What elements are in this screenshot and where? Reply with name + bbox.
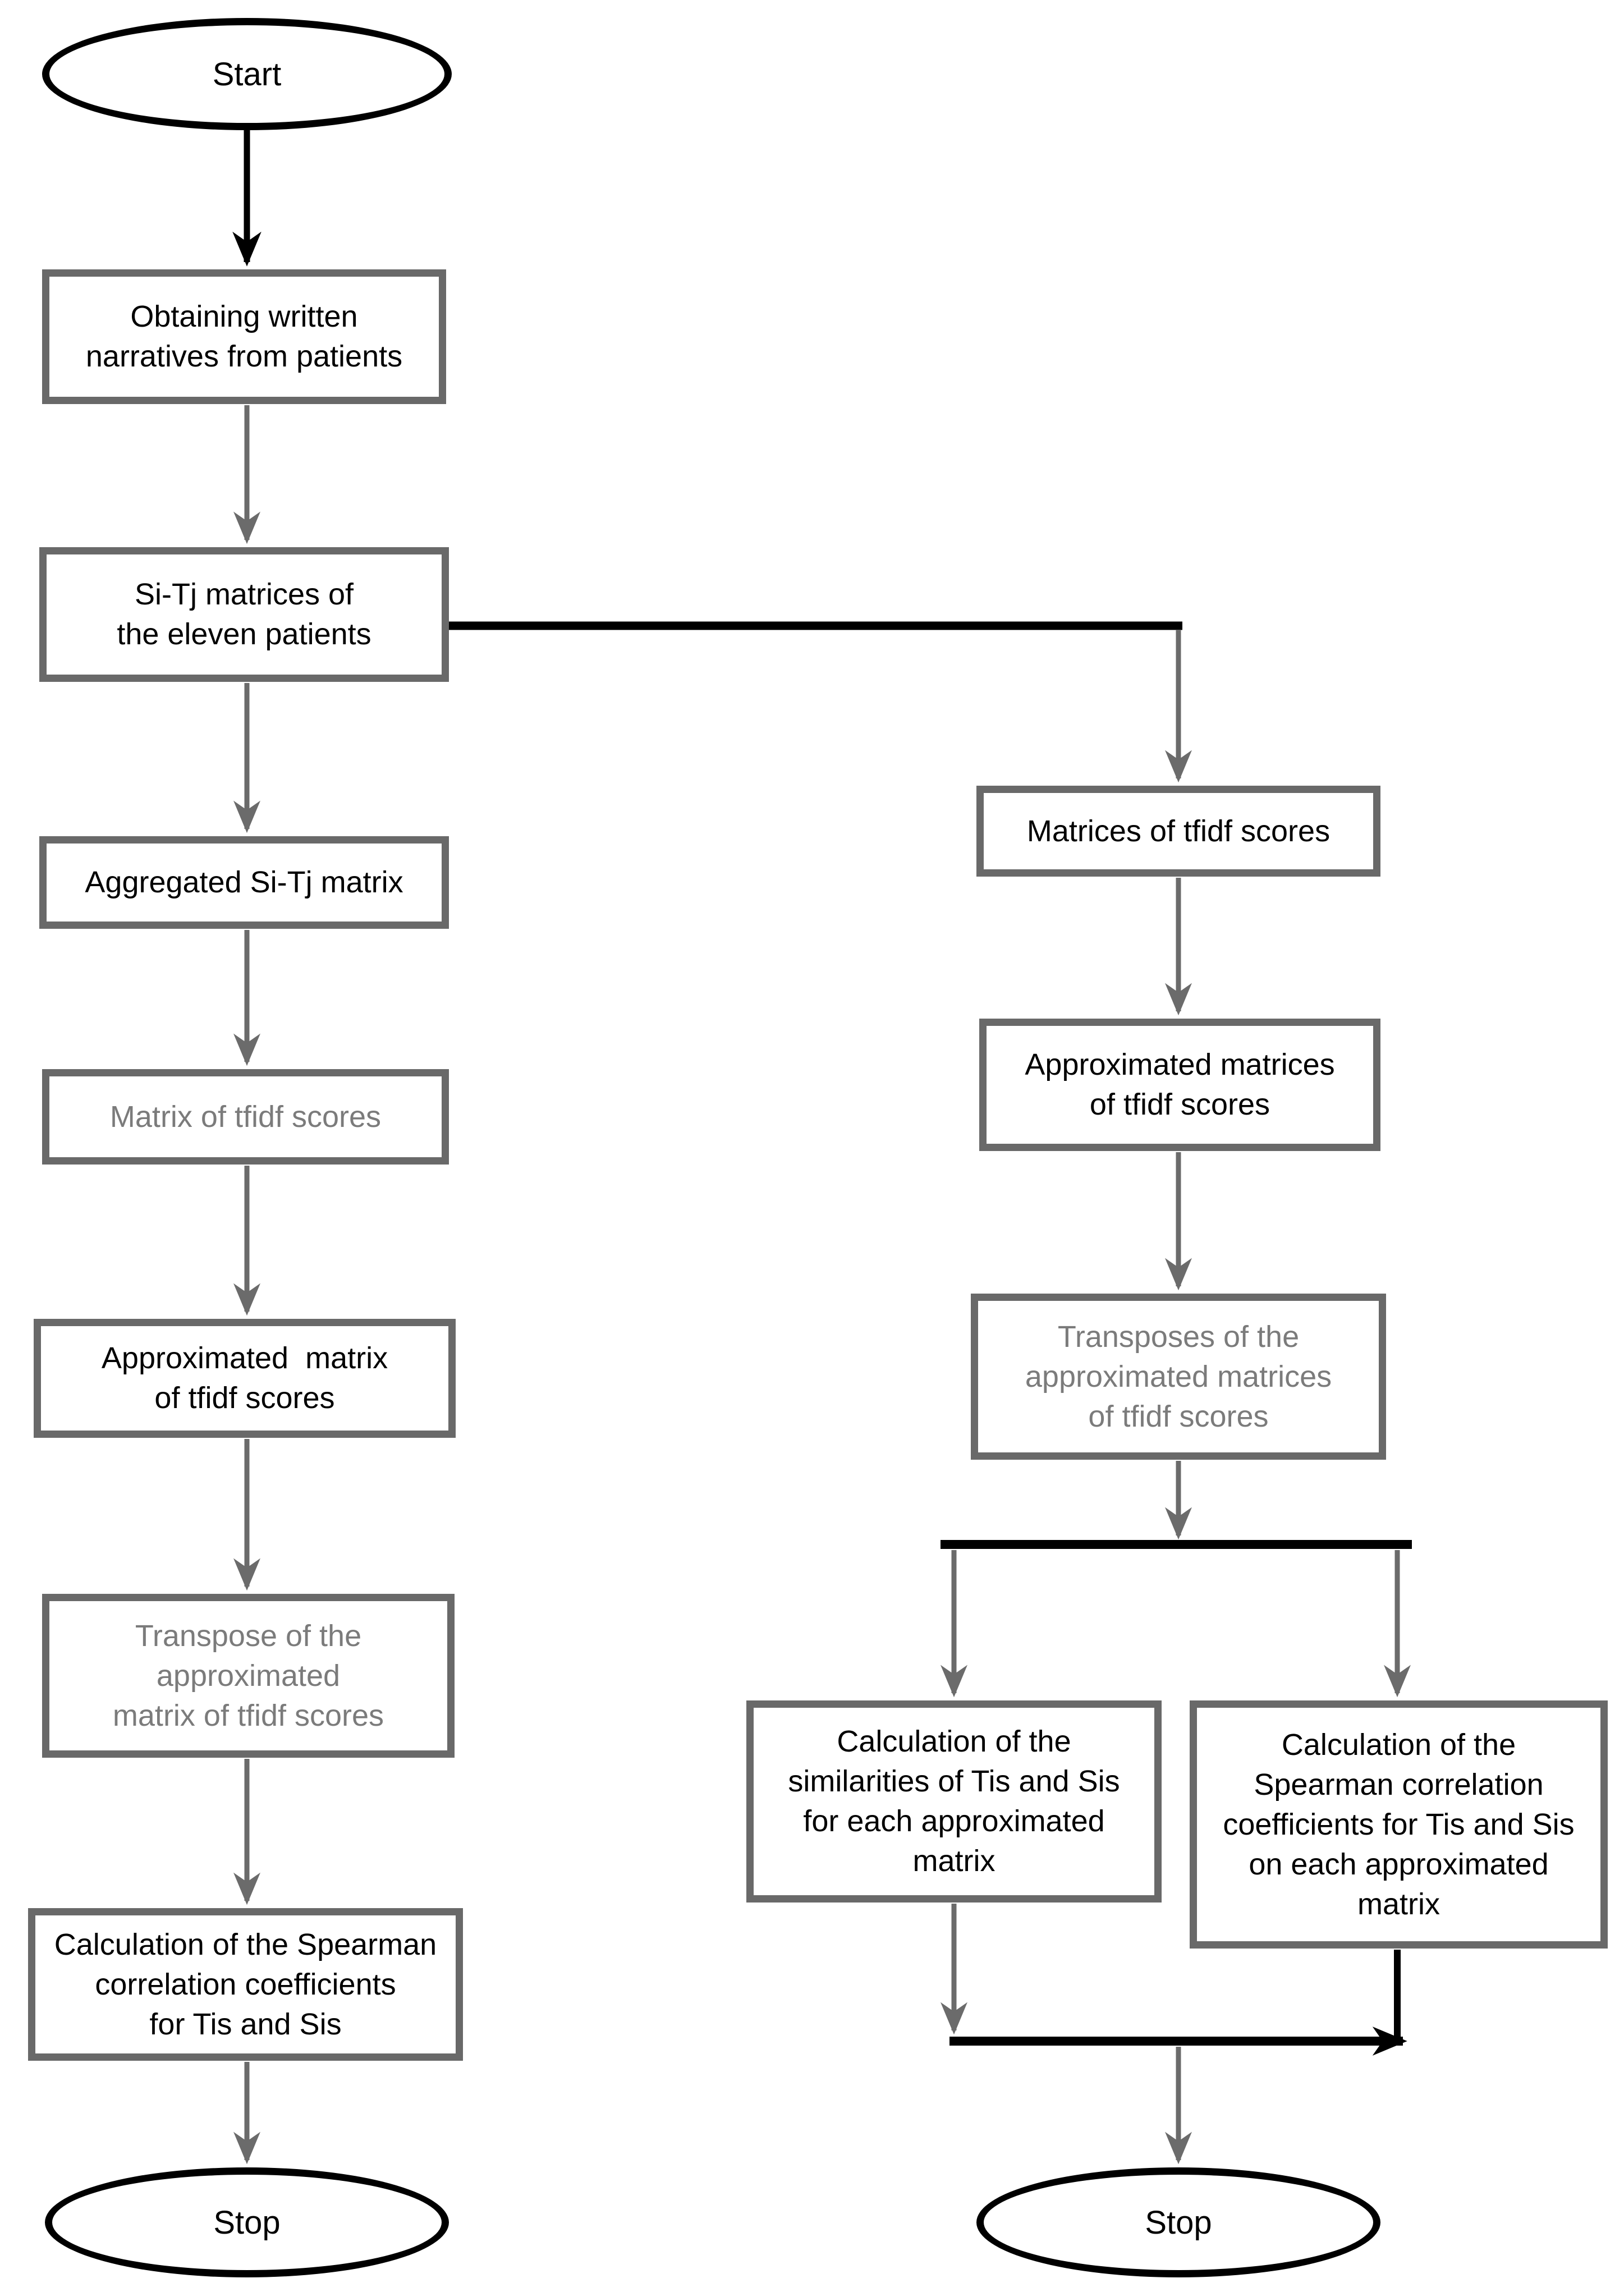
process-spearman-correlation-right: Calculation of the Spearman correlation … bbox=[1190, 1700, 1608, 1949]
node-label: Calculation of the Spearman correlation … bbox=[1223, 1727, 1575, 1921]
node-label: Approximated matrices of tfidf scores bbox=[1025, 1048, 1335, 1121]
node-label: Calculation of the Spearman correlation … bbox=[54, 1927, 437, 2041]
process-approximated-matrices-of-tfidf-scores: Approximated matrices of tfidf scores bbox=[979, 1019, 1380, 1151]
process-transposes-of-approximated-matrices: Transposes of the approximated matrices … bbox=[971, 1294, 1386, 1460]
process-transpose-of-approximated-matrix: Transpose of the approximated matrix of … bbox=[42, 1594, 455, 1758]
terminator-stop-left: Stop bbox=[45, 2167, 449, 2277]
terminator-start: Start bbox=[42, 18, 452, 130]
process-matrices-of-tfidf-scores: Matrices of tfidf scores bbox=[976, 786, 1380, 877]
node-label: Transpose of the approximated matrix of … bbox=[112, 1619, 384, 1732]
process-spearman-correlation-left: Calculation of the Spearman correlation … bbox=[28, 1908, 463, 2061]
process-aggregated-sitj-matrix: Aggregated Si-Tj matrix bbox=[39, 836, 449, 929]
node-label: Matrices of tfidf scores bbox=[1026, 814, 1331, 848]
process-obtaining-written-narratives: Obtaining written narratives from patien… bbox=[42, 269, 446, 404]
process-similarities-calculation: Calculation of the similarities of Tis a… bbox=[746, 1700, 1162, 1902]
node-label: Stop bbox=[1145, 2204, 1212, 2241]
node-label: Aggregated Si-Tj matrix bbox=[85, 865, 403, 899]
node-label: Matrix of tfidf scores bbox=[109, 1099, 382, 1134]
node-label: Start bbox=[212, 56, 282, 93]
process-sitj-matrices-of-eleven-patients: Si-Tj matrices of the eleven patients bbox=[39, 547, 449, 682]
process-approximated-matrix-of-tfidf-scores: Approximated matrix of tfidf scores bbox=[34, 1319, 456, 1438]
process-matrix-of-tfidf-scores: Matrix of tfidf scores bbox=[42, 1069, 449, 1165]
node-label: Approximated matrix of tfidf scores bbox=[101, 1341, 388, 1415]
terminator-stop-right: Stop bbox=[976, 2167, 1380, 2277]
node-label: Obtaining written narratives from patien… bbox=[85, 300, 403, 373]
node-label: Transposes of the approximated matrices … bbox=[1025, 1319, 1332, 1433]
node-label: Stop bbox=[213, 2204, 281, 2241]
node-label: Si-Tj matrices of the eleven patients bbox=[117, 577, 371, 651]
node-label: Calculation of the similarities of Tis a… bbox=[788, 1725, 1120, 1878]
